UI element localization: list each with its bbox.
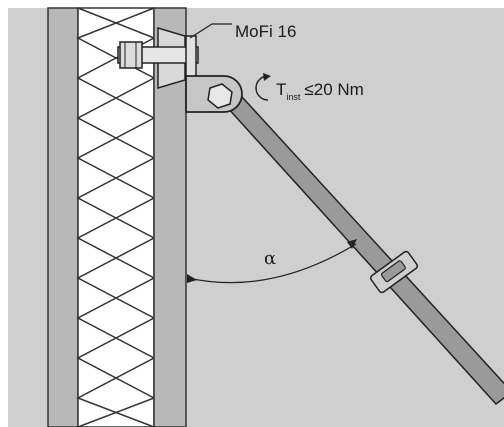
torque-label: Tinst≤20 Nm (276, 80, 364, 102)
angle-label: α (264, 248, 277, 269)
brace-bracket (185, 75, 243, 113)
torque-rotation-arrow (255, 73, 271, 101)
wall-layer-left (47, 7, 79, 427)
anchor-nut-left (119, 41, 143, 69)
angle-arc (187, 239, 357, 284)
torque-symbol: T (276, 80, 287, 99)
torque-subscript: inst (286, 92, 301, 102)
anchor-washer-right (185, 35, 197, 81)
torque-limit: ≤20 Nm (304, 80, 364, 99)
anchor-label: MoFi 16 (235, 22, 297, 41)
insulation-layer (76, 7, 156, 427)
anchor-leader-line (189, 23, 232, 39)
bracket-hex-nut (207, 83, 233, 109)
mofi-anchor (117, 26, 199, 90)
brace-clamp (369, 250, 419, 294)
